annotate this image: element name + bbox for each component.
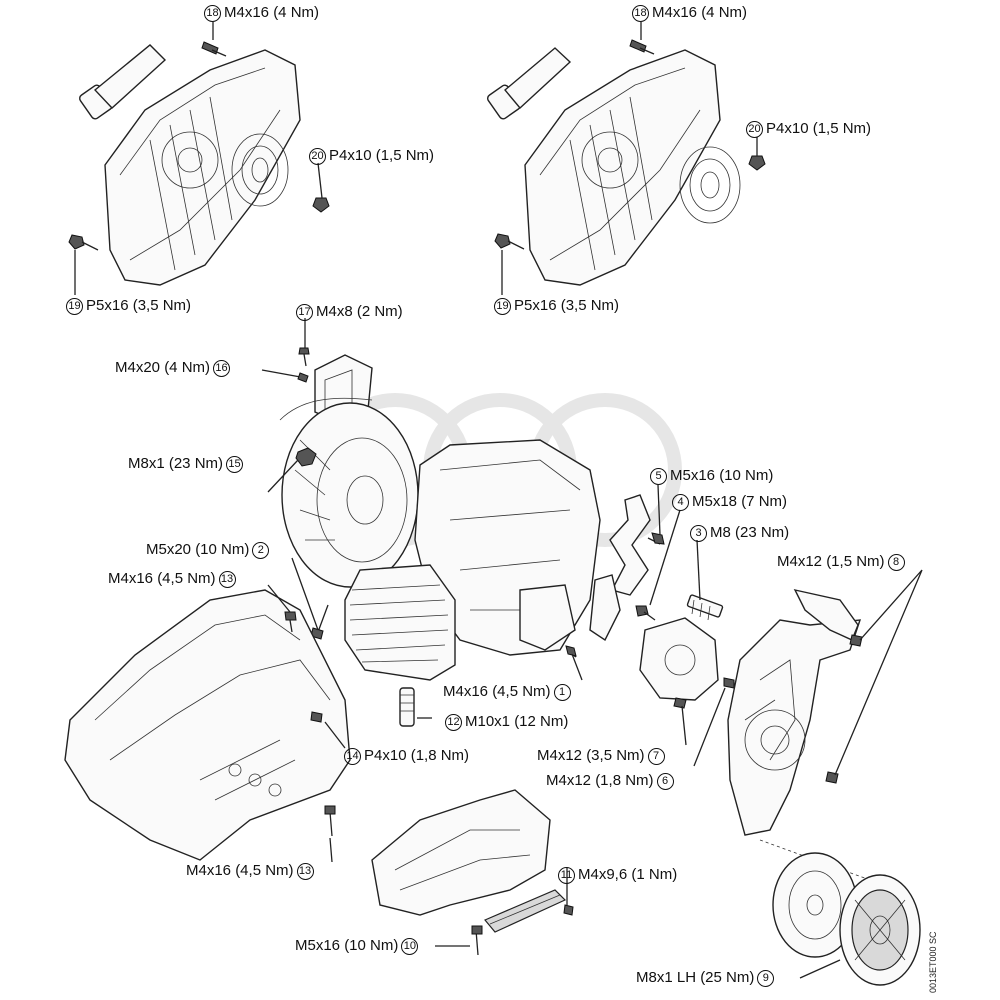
callout-text: M4x20 (4 Nm) bbox=[115, 359, 211, 376]
callout-text: M4x16 (4,5 Nm) bbox=[186, 862, 294, 879]
callout-text: M8 (23 Nm) bbox=[710, 524, 790, 541]
rear-handle-housing bbox=[64, 589, 351, 861]
callout-number: 9 bbox=[757, 969, 775, 987]
callout-number: 20 bbox=[309, 147, 326, 165]
chain-guide-plate bbox=[589, 494, 665, 642]
callout-text: M4x9,6 (1 Nm) bbox=[578, 866, 678, 883]
callout-text: M4x16 (4 Nm) bbox=[652, 4, 748, 21]
muffler bbox=[371, 789, 574, 956]
callout-14: 14 P4x10 (1,8 Nm) bbox=[344, 747, 469, 765]
callout-number: 5 bbox=[650, 467, 667, 485]
callout-10: 10 M5x16 (10 Nm) bbox=[295, 937, 419, 955]
spark-plug bbox=[399, 687, 415, 727]
callout-number: 18 bbox=[204, 4, 221, 22]
starter-cover-right bbox=[487, 39, 766, 286]
callout-2: 2 M5x20 (10 Nm) bbox=[146, 541, 270, 559]
callout-16: 16 M4x20 (4 Nm) bbox=[115, 359, 231, 377]
callout-text: M5x20 (10 Nm) bbox=[146, 541, 250, 558]
callout-text: P4x10 (1,8 Nm) bbox=[364, 747, 470, 764]
callout-number: 18 bbox=[632, 4, 649, 22]
callout-number: 4 bbox=[672, 493, 689, 511]
callout-text: M4x12 (1,5 Nm) bbox=[777, 553, 885, 570]
callout-text: M4x16 (4,5 Nm) bbox=[108, 570, 216, 587]
sprocket-cover bbox=[727, 588, 863, 836]
callout-19-right: 19 P5x16 (3,5 Nm) bbox=[494, 297, 619, 315]
callout-number: 19 bbox=[494, 297, 511, 315]
callout-text: M4x12 (1,8 Nm) bbox=[546, 772, 654, 789]
callout-text: P5x16 (3,5 Nm) bbox=[86, 297, 192, 314]
callout-6: 6 M4x12 (1,8 Nm) bbox=[546, 772, 674, 790]
callout-13-upper: 13 M4x16 (4,5 Nm) bbox=[108, 570, 236, 588]
callout-13-lower: 13 M4x16 (4,5 Nm) bbox=[186, 862, 314, 880]
callout-4: 4 M5x18 (7 Nm) bbox=[672, 493, 787, 511]
callout-number: 14 bbox=[344, 747, 361, 765]
callout-20-right: 20 P4x10 (1,5 Nm) bbox=[746, 120, 871, 138]
callout-19-left: 19 P5x16 (3,5 Nm) bbox=[66, 297, 191, 315]
callout-1: 1 M4x16 (4,5 Nm) bbox=[443, 683, 571, 701]
callout-number: 6 bbox=[656, 772, 674, 790]
callout-18-right: 18 M4x16 (4 Nm) bbox=[632, 4, 747, 22]
stud-m8 bbox=[686, 594, 724, 621]
clutch-drum bbox=[759, 839, 871, 958]
callout-text: M4x16 (4,5 Nm) bbox=[443, 683, 551, 700]
engine-crankcase bbox=[344, 439, 601, 681]
callout-18-left: 18 M4x16 (4 Nm) bbox=[204, 4, 319, 22]
callout-text: M4x16 (4 Nm) bbox=[224, 4, 320, 21]
callout-number: 16 bbox=[213, 359, 231, 377]
callout-3: 3 M8 (23 Nm) bbox=[690, 524, 789, 542]
callout-11: 11 M4x9,6 (1 Nm) bbox=[558, 866, 677, 884]
callout-number: 8 bbox=[887, 553, 905, 571]
callout-text: M10x1 (12 Nm) bbox=[465, 713, 569, 730]
callout-number: 13 bbox=[218, 570, 236, 588]
callout-text: M8x1 (23 Nm) bbox=[128, 455, 224, 472]
callout-12: 12 M10x1 (12 Nm) bbox=[445, 713, 568, 731]
callout-number: 15 bbox=[226, 455, 244, 473]
callout-7: 7 M4x12 (3,5 Nm) bbox=[537, 747, 665, 765]
callout-text: M5x16 (10 Nm) bbox=[670, 467, 774, 484]
callout-text: M4x8 (2 Nm) bbox=[316, 303, 403, 320]
callout-9: 9 M8x1 LH (25 Nm) bbox=[636, 969, 775, 987]
callout-number: 17 bbox=[296, 303, 313, 321]
callout-number: 10 bbox=[401, 937, 419, 955]
clutch bbox=[839, 874, 921, 986]
starter-cover-left bbox=[68, 41, 330, 286]
callout-15: 15 M8x1 (23 Nm) bbox=[128, 455, 244, 473]
drawing-code: 0013ET000 SC bbox=[928, 931, 938, 993]
callout-number: 12 bbox=[445, 713, 462, 731]
callout-text: M4x12 (3,5 Nm) bbox=[537, 747, 645, 764]
callout-text: P4x10 (1,5 Nm) bbox=[329, 147, 435, 164]
callout-text: P5x16 (3,5 Nm) bbox=[514, 297, 620, 314]
callout-17: 17 M4x8 (2 Nm) bbox=[296, 303, 403, 321]
flywheel bbox=[281, 402, 419, 588]
callout-text: P4x10 (1,5 Nm) bbox=[766, 120, 872, 137]
screw-m5x20 bbox=[310, 604, 329, 640]
callout-text: M5x16 (10 Nm) bbox=[295, 937, 399, 954]
callout-number: 3 bbox=[690, 524, 707, 542]
callout-number: 19 bbox=[66, 297, 83, 315]
leader-lines bbox=[74, 22, 923, 979]
brake-band-assembly bbox=[635, 605, 735, 709]
callout-20-left: 20 P4x10 (1,5 Nm) bbox=[309, 147, 434, 165]
callout-text: M5x18 (7 Nm) bbox=[692, 493, 788, 510]
callout-number: 1 bbox=[553, 683, 571, 701]
callout-number: 13 bbox=[296, 862, 314, 880]
callout-text: M8x1 LH (25 Nm) bbox=[636, 969, 755, 986]
callout-number: 20 bbox=[746, 120, 763, 138]
callout-number: 7 bbox=[647, 747, 665, 765]
callout-number: 11 bbox=[558, 866, 575, 884]
callout-8: 8 M4x12 (1,5 Nm) bbox=[777, 553, 905, 571]
callout-number: 2 bbox=[252, 541, 270, 559]
callout-5: 5 M5x16 (10 Nm) bbox=[650, 467, 773, 485]
